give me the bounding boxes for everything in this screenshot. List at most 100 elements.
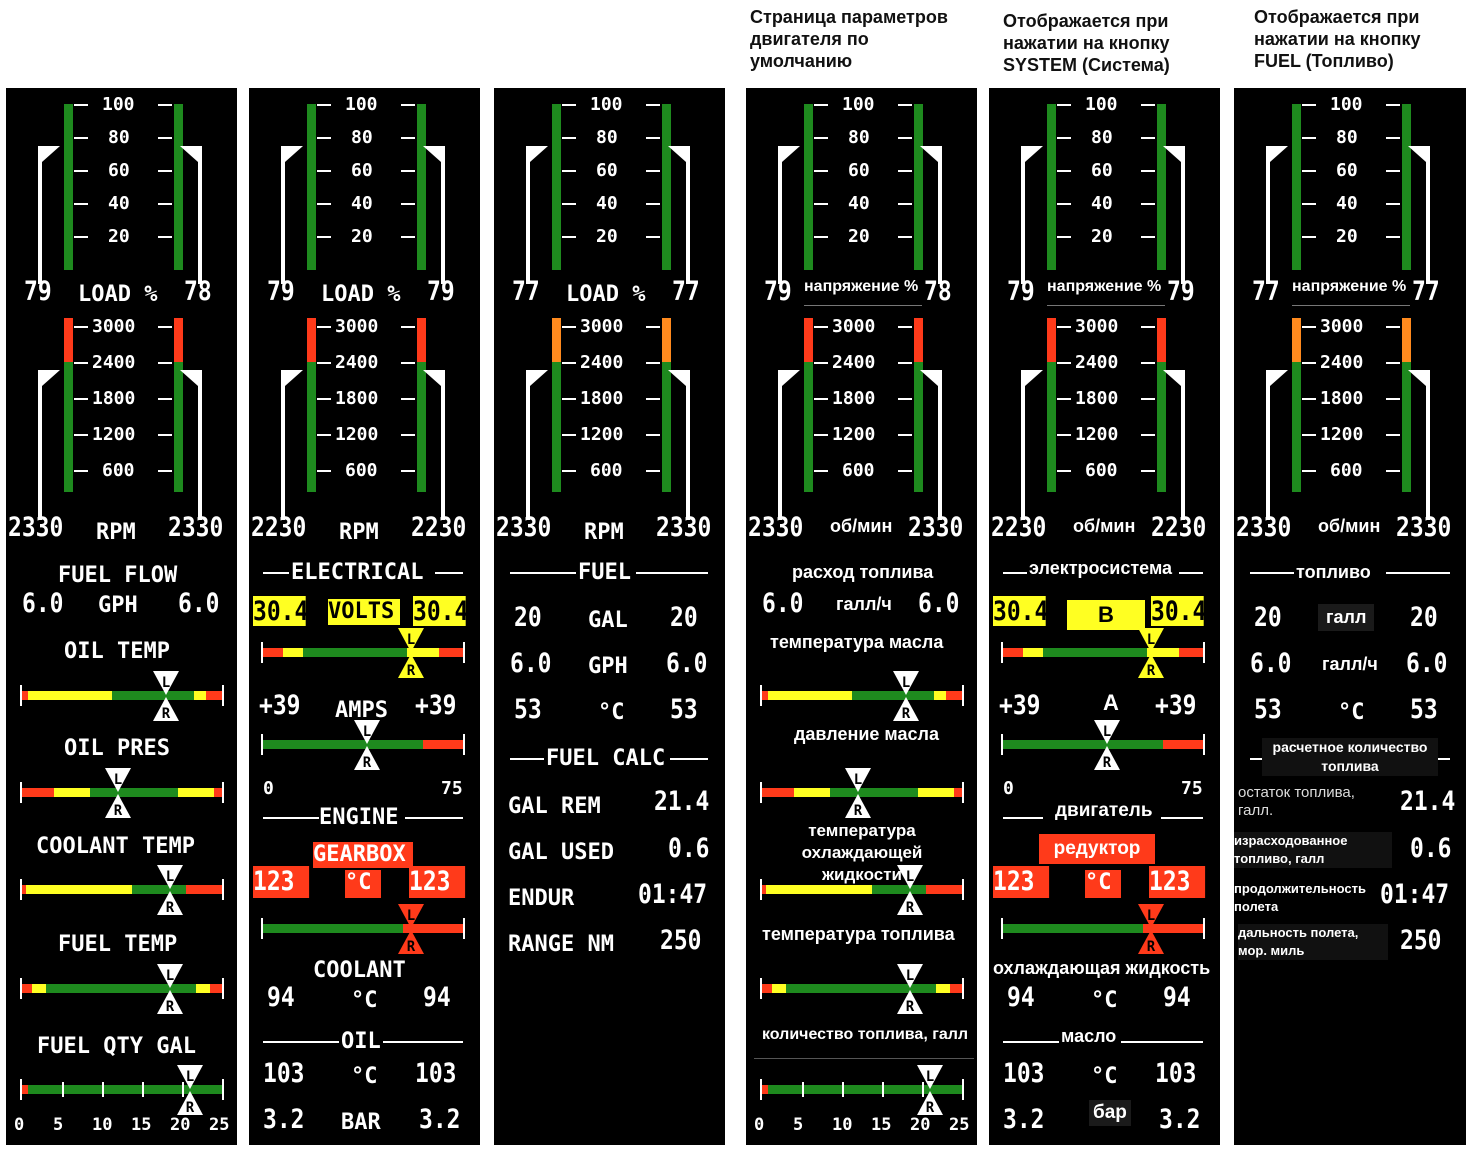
svg-text:R: R bbox=[166, 999, 175, 1015]
fuel-flow-left: 6.0 bbox=[762, 588, 804, 619]
gauge-tick bbox=[401, 326, 415, 328]
bracket-pointer bbox=[281, 158, 285, 284]
gauge-tick bbox=[1302, 434, 1316, 436]
rpm-right-value: 2230 bbox=[411, 512, 467, 543]
rpm-left-value: 2230 bbox=[991, 512, 1047, 543]
gauge-bar bbox=[1402, 326, 1411, 492]
gauge-tick bbox=[317, 170, 331, 172]
bar-end-right bbox=[222, 978, 224, 999]
svg-text:R: R bbox=[1103, 755, 1112, 771]
gal-rem-value: 21.4 bbox=[1400, 786, 1456, 817]
bracket-pointer bbox=[1021, 158, 1025, 284]
fuel-title: FUEL bbox=[578, 560, 631, 585]
gauge-redline bbox=[307, 318, 316, 362]
gauge-bar bbox=[662, 326, 671, 492]
gauge-tick bbox=[317, 362, 331, 364]
fuel-calc-title: расчетное количество топлива bbox=[1262, 738, 1438, 776]
svg-text:R: R bbox=[902, 706, 911, 722]
gauge-tick bbox=[646, 470, 660, 472]
bracket-tip bbox=[281, 370, 303, 386]
coolant-unit: °C bbox=[351, 988, 378, 1013]
gauge-tick-label: 1200 bbox=[1075, 424, 1119, 445]
gauge-tick-label: 20 bbox=[596, 226, 618, 247]
gauge-tick-label: 3000 bbox=[832, 316, 876, 337]
gauge-tick-label: 80 bbox=[848, 127, 870, 148]
gauge-tick bbox=[814, 362, 828, 364]
coolant-temp-label: COOLANT TEMP bbox=[36, 834, 195, 859]
fuel-qty-label: FUEL QTY GAL bbox=[37, 1034, 196, 1059]
gauge-tick-label: 1800 bbox=[1075, 388, 1119, 409]
oil-pres-label: давление масла bbox=[794, 724, 939, 744]
lr-pointer-icon: LR bbox=[105, 768, 131, 819]
bar-end-left bbox=[760, 782, 762, 803]
bar-tick bbox=[882, 1082, 884, 1097]
bar-segment bbox=[90, 788, 178, 797]
gauge-tick bbox=[814, 326, 828, 328]
gal-used-label: GAL USED bbox=[508, 840, 614, 865]
bar-segment bbox=[26, 885, 132, 894]
gauge-tick bbox=[401, 170, 415, 172]
scale-label: 15 bbox=[131, 1115, 152, 1135]
gauge-tick-label: 60 bbox=[848, 160, 870, 181]
fuel-temp-left: 53 bbox=[514, 694, 542, 725]
gauge-tick-label: 20 bbox=[351, 226, 373, 247]
gauge-tick bbox=[1057, 236, 1071, 238]
volts-right: 30.4 bbox=[413, 596, 469, 627]
svg-text:R: R bbox=[926, 1100, 935, 1116]
bar-segment bbox=[1147, 648, 1179, 657]
bar-segment bbox=[1003, 648, 1023, 657]
bracket-pointer bbox=[1021, 382, 1025, 520]
bar-end-right bbox=[962, 978, 964, 999]
volts-left: 30.4 bbox=[993, 596, 1049, 627]
svg-text:R: R bbox=[186, 1100, 195, 1116]
scale-label: 5 bbox=[793, 1115, 804, 1135]
svg-text:R: R bbox=[363, 755, 372, 771]
load-label: напряжение % bbox=[1292, 278, 1407, 295]
bracket-pointer bbox=[938, 158, 942, 284]
engine-panel-1: FUEL FLOW 6.0 GPH 6.0 OIL TEMP OIL PRES … bbox=[6, 88, 237, 1145]
engine-panel-2: ELECTRICAL 30.4 VOLTS 30.4 +39 AMPS +39 … bbox=[249, 88, 480, 1145]
fuel-temp-label: температура топлива bbox=[762, 924, 955, 944]
gauge-tick bbox=[1302, 203, 1316, 205]
lr-pointer-icon: LR bbox=[1094, 720, 1120, 771]
lr-pointer-icon: LR bbox=[177, 1065, 203, 1116]
fuel-temp-left: 53 bbox=[1254, 694, 1282, 725]
gauge-bar bbox=[662, 104, 671, 270]
gauge-bar bbox=[307, 104, 316, 270]
gauge-tick-label: 100 bbox=[345, 94, 378, 115]
bar-segment bbox=[950, 984, 962, 993]
gauge-tick bbox=[1386, 137, 1400, 139]
gauge-redline bbox=[1047, 318, 1056, 362]
bar-segment bbox=[132, 885, 186, 894]
bracket-pointer bbox=[526, 158, 530, 284]
gauge-tick-label: 3000 bbox=[1075, 316, 1119, 337]
bar-end-right bbox=[962, 685, 964, 706]
gauge-tick bbox=[74, 203, 88, 205]
gauge-bar bbox=[914, 326, 923, 492]
range-label: дальность полета, мор. миль bbox=[1238, 924, 1388, 960]
gauge-tick-label: 600 bbox=[345, 460, 378, 481]
gauge-bar bbox=[804, 326, 813, 492]
bar-segment bbox=[263, 924, 403, 933]
bracket-pointer bbox=[686, 382, 690, 520]
gauge-tick bbox=[74, 470, 88, 472]
bar-segment bbox=[263, 740, 423, 749]
bar-segment bbox=[196, 984, 210, 993]
svg-text:L: L bbox=[166, 968, 174, 984]
scale-label: 25 bbox=[949, 1115, 970, 1135]
gauge-tick bbox=[814, 104, 828, 106]
bracket-tip bbox=[1163, 146, 1185, 162]
svg-text:R: R bbox=[906, 999, 915, 1015]
bracket-tip bbox=[1021, 146, 1043, 162]
amps-label: А bbox=[1103, 690, 1119, 715]
bar-end-left bbox=[760, 879, 762, 900]
engine-panel-3: FUEL 20 GAL 20 6.0 GPH 6.0 53 °C 53 FUEL… bbox=[494, 88, 725, 1145]
load-right-value: 78 bbox=[924, 276, 952, 307]
bracket-pointer bbox=[526, 382, 530, 520]
load-right-value: 77 bbox=[1412, 276, 1440, 307]
gauge-bar bbox=[1047, 104, 1056, 270]
bar-tick bbox=[102, 1082, 104, 1097]
gauge-tick-label: 1800 bbox=[92, 388, 136, 409]
gauge-tick bbox=[898, 398, 912, 400]
gauge-redline bbox=[662, 318, 671, 362]
